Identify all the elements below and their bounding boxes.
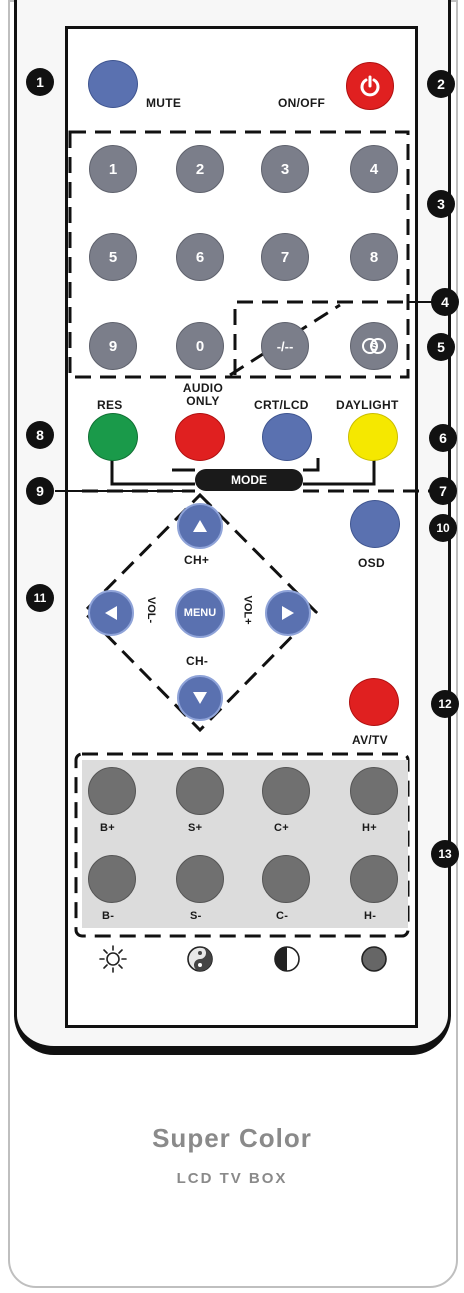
picture-outline: [74, 752, 410, 938]
menu-button[interactable]: MENU: [175, 588, 225, 638]
c-plus-label: C+: [274, 822, 289, 834]
callout-7: 7: [429, 477, 457, 505]
callout-3: 3: [427, 190, 455, 218]
h-plus-label: H+: [362, 822, 377, 834]
res-label: RES: [97, 398, 123, 412]
ch-plus-label: CH+: [184, 553, 210, 567]
contrast-icon: [274, 946, 300, 972]
audio-only-button[interactable]: [175, 413, 225, 461]
callout-2: 2: [427, 70, 455, 98]
vol-plus-label: VOL+: [241, 595, 254, 625]
s-plus-label: S+: [188, 822, 203, 834]
s-minus-label: S-: [190, 910, 202, 922]
callout-4: 4: [431, 288, 459, 316]
saturation-up-button[interactable]: [176, 767, 224, 815]
mute-button[interactable]: [88, 60, 138, 108]
mode-leader-daylight: [303, 460, 376, 486]
callout-9: 9: [26, 477, 54, 505]
group-4-outline: [233, 300, 408, 375]
vol-right-button[interactable]: [265, 590, 311, 636]
saturation-icon: [187, 946, 213, 972]
dash-button[interactable]: -/--: [261, 322, 309, 370]
res-button[interactable]: [88, 413, 138, 461]
audio-only-label: AUDIO ONLY: [182, 381, 224, 408]
vol-left-button[interactable]: [88, 590, 134, 636]
digit-8-button[interactable]: 8: [350, 233, 398, 281]
mode-leader-crt: [303, 458, 320, 472]
avtv-label: AV/TV: [352, 733, 388, 747]
surround-button[interactable]: S: [350, 322, 398, 370]
contrast-up-button[interactable]: [262, 767, 310, 815]
b-minus-label: B-: [102, 910, 115, 922]
power-button[interactable]: [346, 62, 394, 110]
arrow-right-icon: [282, 606, 294, 620]
hue-down-button[interactable]: [350, 855, 398, 903]
digit-4-button[interactable]: 4: [350, 145, 398, 193]
c-minus-label: C-: [276, 910, 289, 922]
osd-button[interactable]: [350, 500, 400, 548]
digit-0-button[interactable]: 0: [176, 322, 224, 370]
power-icon: [360, 75, 380, 97]
digit-5-button[interactable]: 5: [89, 233, 137, 281]
brightness-icon: [99, 945, 127, 973]
callout-1: 1: [26, 68, 54, 96]
digit-3-button[interactable]: 3: [261, 145, 309, 193]
digit-6-button[interactable]: 6: [176, 233, 224, 281]
h-minus-label: H-: [364, 910, 377, 922]
daylight-label: DAYLIGHT: [336, 398, 399, 412]
surround-icon: S: [362, 338, 386, 354]
vol-minus-label: VOL-: [145, 596, 158, 624]
daylight-button[interactable]: [348, 413, 398, 461]
saturation-down-button[interactable]: [176, 855, 224, 903]
callout-12: 12: [431, 690, 459, 718]
hue-icon: [361, 946, 387, 972]
callout-6: 6: [429, 424, 457, 452]
b-plus-label: B+: [100, 822, 115, 834]
numpad-outline: [68, 130, 410, 379]
ch-minus-label: CH-: [186, 654, 209, 668]
digit-1-button[interactable]: 1: [89, 145, 137, 193]
hue-up-button[interactable]: [350, 767, 398, 815]
dpad-outline: [81, 492, 319, 733]
svg-text:S: S: [371, 342, 378, 353]
osd-label: OSD: [358, 556, 385, 570]
ch-up-button[interactable]: [177, 503, 223, 549]
mode-bar: MODE: [195, 469, 303, 491]
crt-lcd-label: CRT/LCD: [254, 398, 309, 412]
callout-5: 5: [427, 333, 455, 361]
mode-leader-res: [110, 460, 195, 486]
arrow-down-icon: [193, 692, 207, 704]
ch-down-button[interactable]: [177, 675, 223, 721]
callout-10: 10: [429, 514, 457, 542]
arrow-left-icon: [105, 606, 117, 620]
brightness-down-button[interactable]: [88, 855, 136, 903]
arrow-up-icon: [193, 520, 207, 532]
contrast-down-button[interactable]: [262, 855, 310, 903]
callout-13: 13: [431, 840, 459, 868]
crt-lcd-button[interactable]: [262, 413, 312, 461]
brand-subtitle: LCD TV BOX: [176, 1170, 288, 1187]
digit-7-button[interactable]: 7: [261, 233, 309, 281]
digit-9-button[interactable]: 9: [89, 322, 137, 370]
brightness-up-button[interactable]: [88, 767, 136, 815]
callout-11: 11: [26, 584, 54, 612]
mute-label: MUTE: [146, 96, 182, 110]
digit-2-button[interactable]: 2: [176, 145, 224, 193]
brand-title: Super Color: [152, 1123, 312, 1153]
onoff-label: ON/OFF: [278, 96, 326, 110]
avtv-button[interactable]: [349, 678, 399, 726]
callout-8: 8: [26, 421, 54, 449]
